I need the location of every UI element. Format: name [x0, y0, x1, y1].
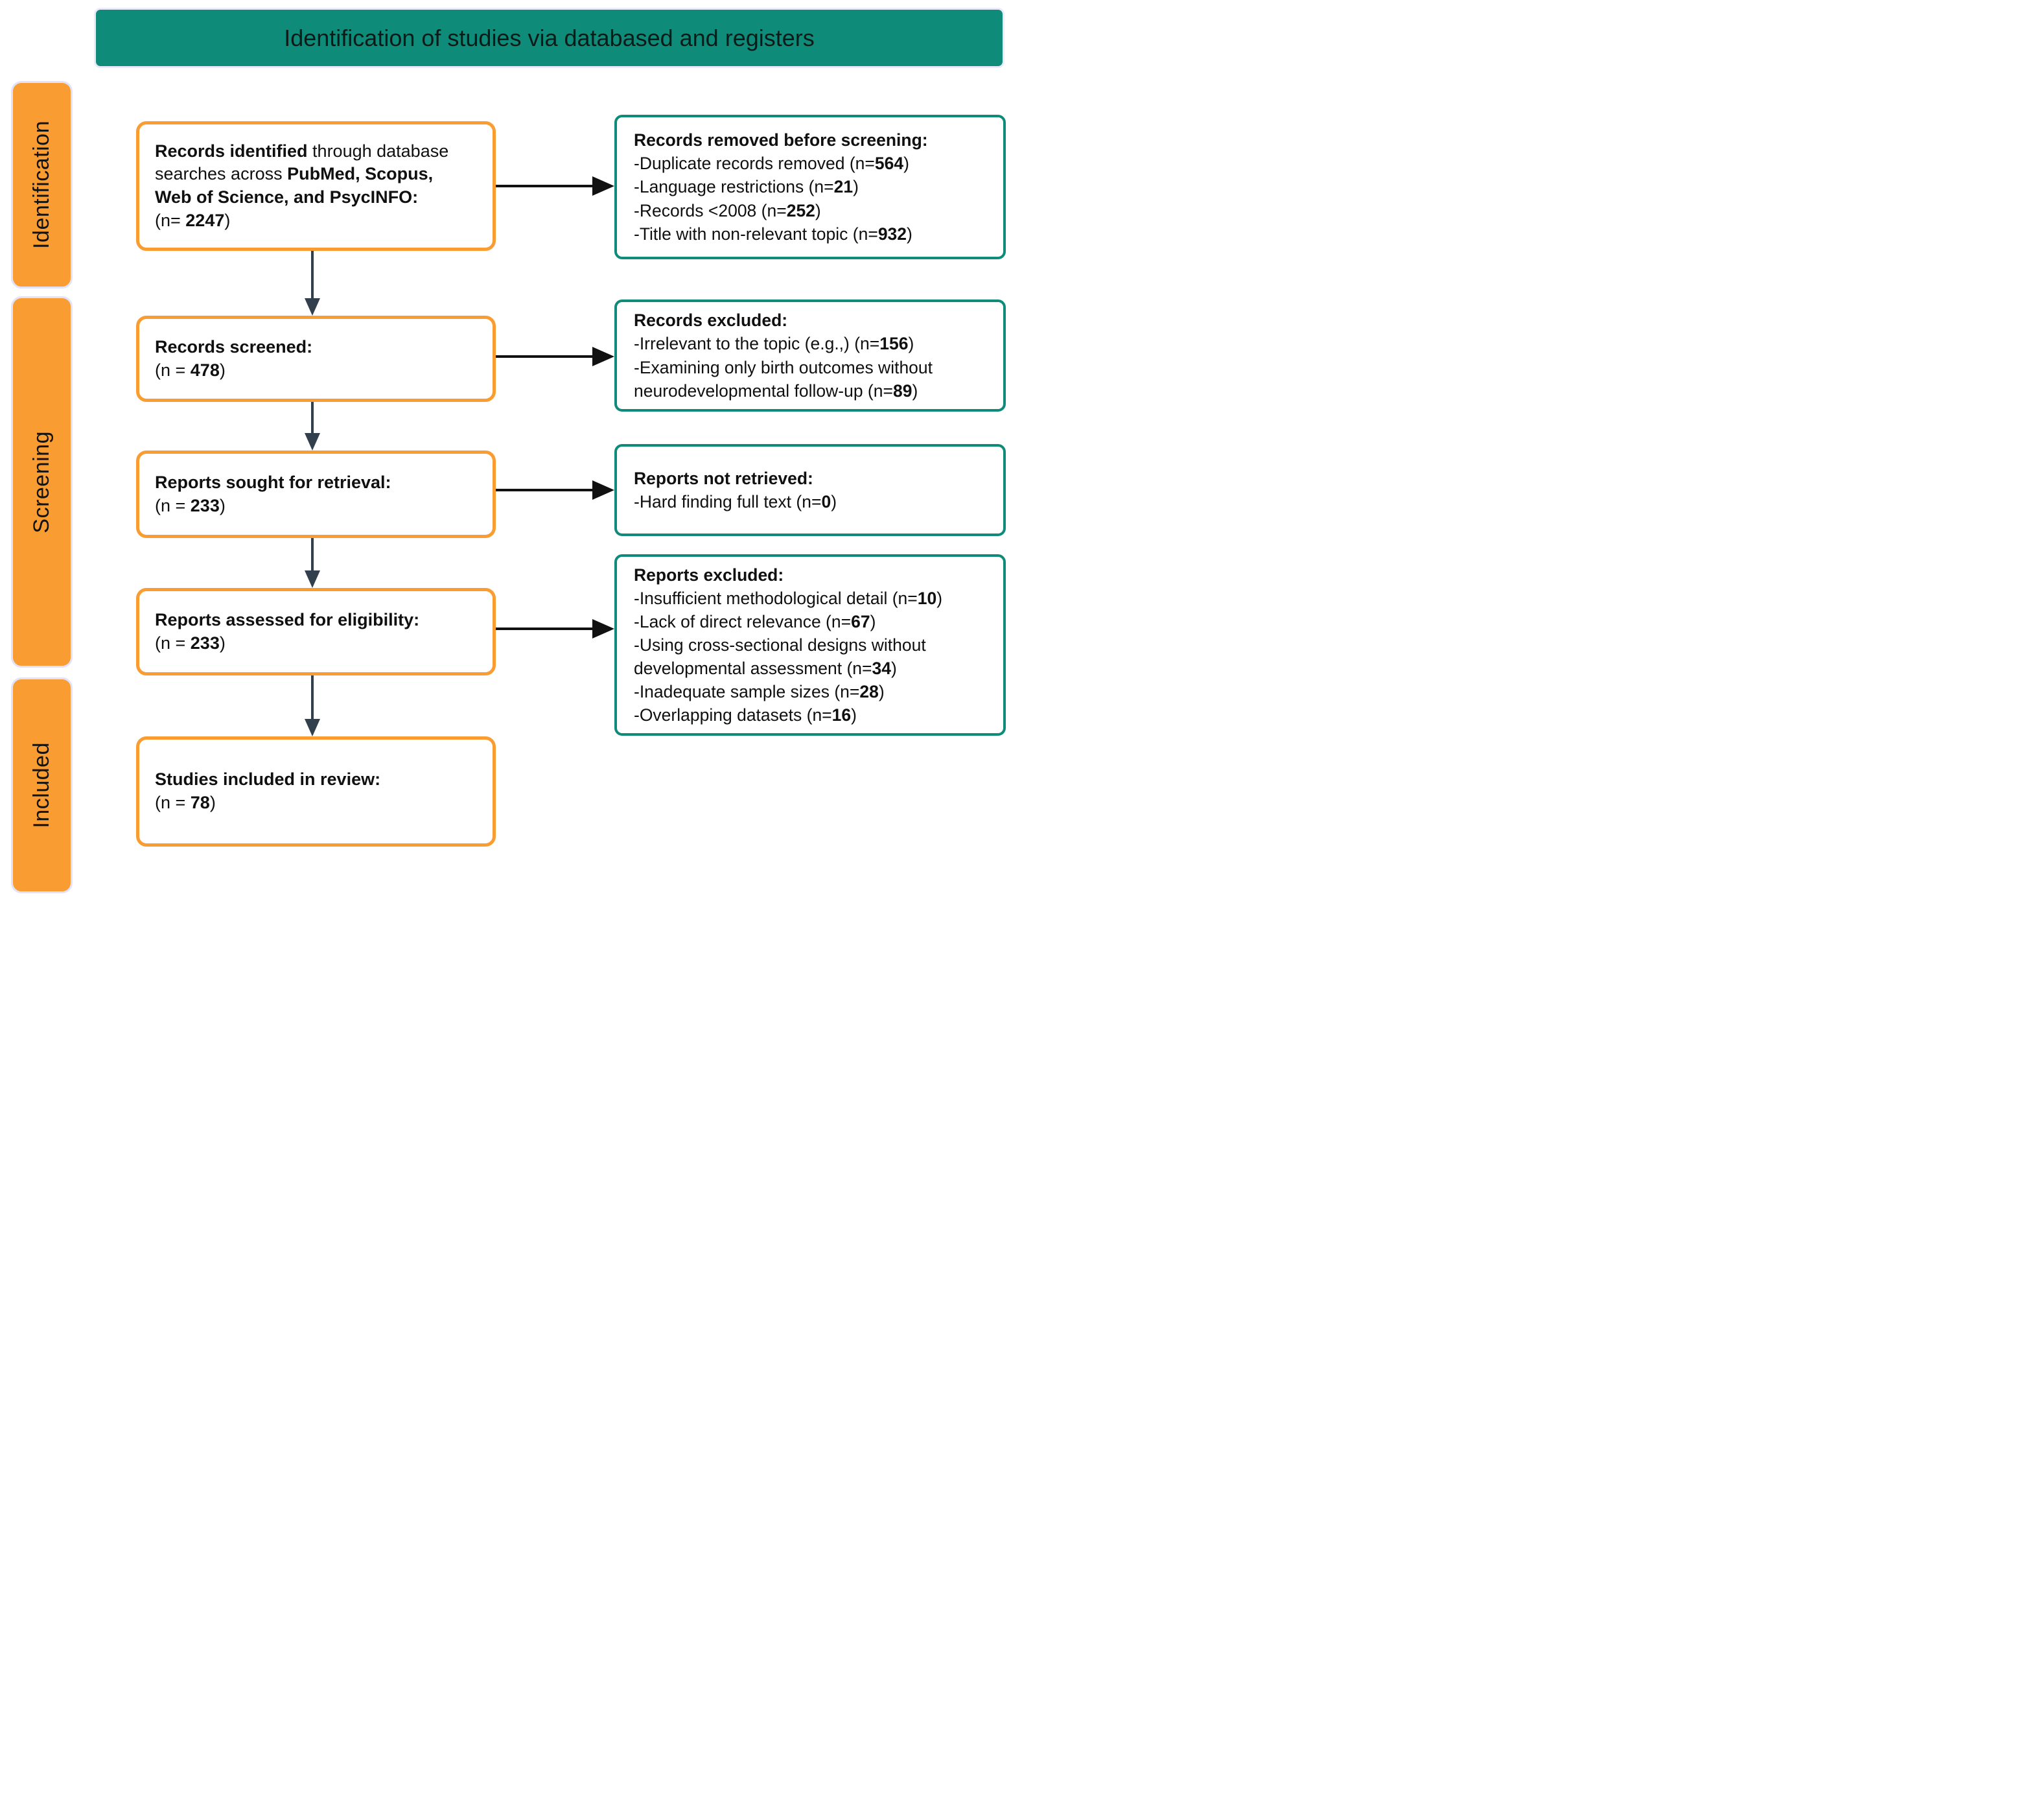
arrow-assessed-to-included	[305, 675, 320, 736]
arrow-screened-to-sought	[305, 402, 320, 451]
records-excluded-title: Records excluded:	[634, 311, 788, 331]
records-screened-count: (n = 478)	[155, 360, 226, 380]
reports-excluded-item-cross-sectional: -Using cross-sectional designs without d…	[634, 635, 926, 679]
reports-assessed-count: (n = 233)	[155, 633, 226, 653]
reports-sought-count: (n = 233)	[155, 495, 226, 515]
diagram-title: Identification of studies via databased …	[284, 24, 815, 51]
removed-item-duplicates: -Duplicate records removed (n=564)	[634, 154, 909, 174]
reports-excluded-item-methodological: -Insufficient methodological detail (n=1…	[634, 588, 943, 608]
stage-label-included-text: Included	[29, 742, 54, 828]
reports-not-retrieved-title: Reports not retrieved:	[634, 468, 813, 488]
records-screened-box: Records screened: (n = 478)	[136, 316, 496, 402]
removed-item-pre-2008: -Records <2008 (n=252)	[634, 200, 821, 220]
records-removed-before-screening-box: Records removed before screening: -Dupli…	[614, 115, 1006, 259]
stage-label-screening: Screening	[11, 296, 73, 668]
reports-assessed-title: Reports assessed for eligibility:	[155, 609, 420, 629]
reports-excluded-item-relevance: -Lack of direct relevance (n=67)	[634, 611, 876, 631]
arrow-identified-to-screened	[305, 251, 320, 316]
reports-not-retrieved-item-full-text: -Hard finding full text (n=0)	[634, 492, 837, 511]
records-identified-box: Records identified through database sear…	[136, 121, 496, 251]
studies-included-box: Studies included in review: (n = 78)	[136, 736, 496, 847]
arrow-identified-to-removed	[496, 176, 614, 196]
stage-label-screening-text: Screening	[29, 430, 54, 534]
arrow-screened-to-excluded	[496, 347, 614, 366]
reports-sought-title: Reports sought for retrieval:	[155, 472, 391, 492]
stage-label-identification-text: Identification	[29, 121, 54, 249]
reports-excluded-item-overlapping: -Overlapping datasets (n=16)	[634, 705, 857, 725]
reports-assessed-box: Reports assessed for eligibility: (n = 2…	[136, 588, 496, 675]
records-excluded-item-birth-outcomes: -Examining only birth outcomes without n…	[634, 357, 933, 401]
records-screened-title: Records screened:	[155, 336, 313, 357]
records-identified-line-3: Web of Science, and PsycINFO:	[155, 187, 419, 207]
reports-not-retrieved-box: Reports not retrieved: -Hard finding ful…	[614, 444, 1006, 536]
prisma-flow-diagram: Identification of studies via databased …	[0, 0, 1022, 903]
arrow-sought-to-not-retrieved	[496, 480, 614, 500]
records-identified-line-2: searches across PubMed, Scopus,	[155, 164, 434, 184]
reports-sought-box: Reports sought for retrieval: (n = 233)	[136, 451, 496, 538]
records-excluded-box: Records excluded: -Irrelevant to the top…	[614, 299, 1006, 412]
reports-excluded-box: Reports excluded: -Insufficient methodol…	[614, 554, 1006, 736]
flow-arrows-layer	[305, 176, 614, 736]
removed-item-non-relevant-title: -Title with non-relevant topic (n=932)	[634, 224, 912, 244]
records-identified-line-1: Records identified through database	[155, 141, 449, 161]
reports-excluded-item-sample-sizes: -Inadequate sample sizes (n=28)	[634, 682, 885, 702]
removed-before-screening-title: Records removed before screening:	[634, 130, 928, 150]
removed-item-language: -Language restrictions (n=21)	[634, 177, 859, 197]
arrow-sought-to-assessed	[305, 538, 320, 588]
records-excluded-item-irrelevant: -Irrelevant to the topic (e.g.,) (n=156)	[634, 334, 914, 354]
stage-label-identification: Identification	[11, 81, 73, 288]
title-banner: Identification of studies via databased …	[94, 8, 1005, 68]
stage-label-included: Included	[11, 677, 73, 893]
reports-excluded-title: Reports excluded:	[634, 565, 784, 585]
arrow-assessed-to-excluded	[496, 619, 614, 639]
studies-included-count: (n = 78)	[155, 793, 216, 812]
studies-included-title: Studies included in review:	[155, 769, 381, 790]
records-identified-count: (n= 2247)	[155, 210, 231, 230]
